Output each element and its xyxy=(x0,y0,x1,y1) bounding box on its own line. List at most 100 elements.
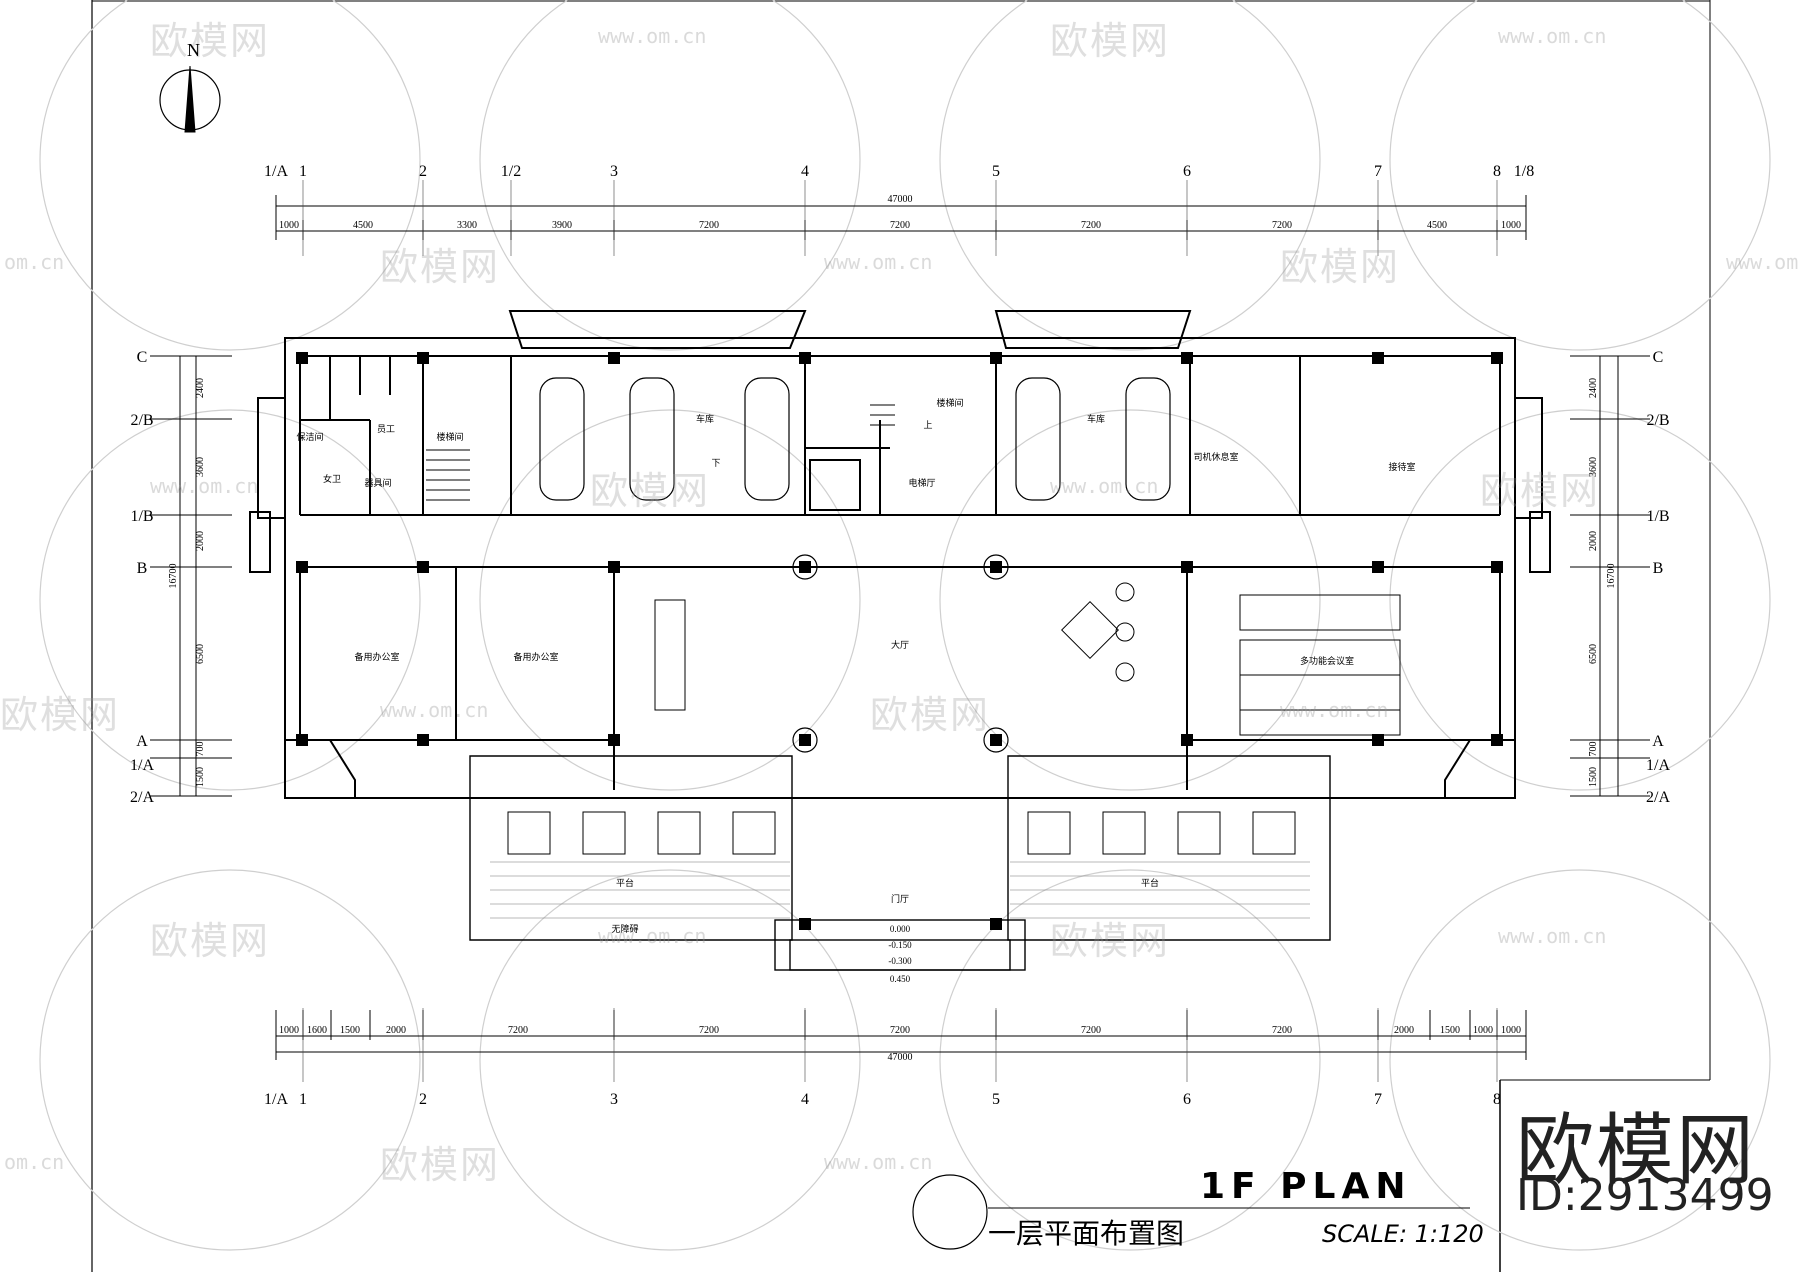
drawing-title-cn: 一层平面布置图 xyxy=(988,1217,1185,1250)
axis-top-3: 3 xyxy=(610,163,618,180)
north-label: N xyxy=(187,40,200,60)
dim-bottom-total: 47000 xyxy=(888,1052,913,1063)
axis-top-1-2: 1/2 xyxy=(501,163,521,180)
axis-top-2: 2 xyxy=(419,163,427,180)
drawing-scale: SCALE: 1:120 xyxy=(1322,1220,1484,1248)
axis-right-1b: 1/B xyxy=(1646,508,1669,525)
dim-side-seg-left: 700 xyxy=(195,742,206,757)
right-axis-labels: C 2/B 1/B B A 1/A 2/A xyxy=(1646,349,1670,806)
room-meeting: 多功能会议室 xyxy=(1300,655,1354,667)
dim-bottom-seg: 7200 xyxy=(1081,1025,1101,1036)
room-lobby: 大厅 xyxy=(891,639,909,651)
left-axis-labels: C 2/B 1/B B A 1/A 2/A xyxy=(130,349,154,806)
axis-right-b: B xyxy=(1653,560,1664,577)
drawing-title-en: 1F PLAN xyxy=(1200,1166,1412,1207)
label-down: 下 xyxy=(711,459,720,469)
dim-bottom-seg: 1500 xyxy=(340,1025,360,1036)
dim-bottom-seg: 1500 xyxy=(1440,1025,1460,1036)
dim-side-seg-right: 2000 xyxy=(1588,531,1599,551)
axis-top-5: 5 xyxy=(992,163,1000,180)
axis-left-c: C xyxy=(137,349,148,366)
side-dimension-texts: 16700 2400 3600 2000 6500 700 1500 16700… xyxy=(168,378,1617,787)
axis-grid-lines xyxy=(302,180,1498,1082)
room-changing: 保洁间 xyxy=(296,431,323,443)
axis-top-8: 8 xyxy=(1493,163,1501,180)
axis-right-2b: 2/B xyxy=(1646,412,1669,429)
elevation-mark: -0.300 xyxy=(888,956,912,966)
axis-left-1a: 1/A xyxy=(130,757,154,774)
axis-left-1b: 1/B xyxy=(130,508,153,525)
dim-bottom-seg: 7200 xyxy=(508,1025,528,1036)
axis-bottom-8: 8 xyxy=(1493,1091,1501,1108)
dim-top-seg: 1000 xyxy=(1501,220,1521,231)
axis-bottom-6: 6 xyxy=(1183,1091,1191,1108)
label-up: 上 xyxy=(923,420,932,431)
dim-bottom-seg: 1600 xyxy=(307,1025,327,1036)
room-platform-left: 平台 xyxy=(616,877,634,889)
room-hall-small: 楼梯间 xyxy=(936,397,963,409)
brand-id: ID:2913499 xyxy=(1516,1170,1774,1221)
axis-right-1a: 1/A xyxy=(1646,757,1670,774)
elevation-mark: -0.150 xyxy=(888,940,912,950)
dim-bottom-seg: 7200 xyxy=(890,1025,910,1036)
axis-top-1-8: 1/8 xyxy=(1514,163,1534,180)
dim-bottom-seg: 1000 xyxy=(279,1025,299,1036)
axis-bottom-3: 3 xyxy=(610,1091,618,1108)
room-staircase: 楼梯间 xyxy=(436,431,463,443)
garage-cars xyxy=(539,377,1171,501)
sheet-frame xyxy=(91,0,1711,1272)
elevation-mark: 0.000 xyxy=(890,924,911,934)
dim-side-total-right: 16700 xyxy=(1606,564,1617,589)
elevation-mark: 0.450 xyxy=(890,974,911,984)
meeting-room-desks xyxy=(1239,594,1401,736)
room-labels: 员工 楼梯间 女卫 保洁间 器具间 车库 车库 上 下 电梯厅 楼梯间 司机休息… xyxy=(296,397,1415,935)
dim-side-seg-right: 700 xyxy=(1588,742,1599,757)
structural-columns xyxy=(296,352,1503,930)
lobby-columns xyxy=(792,554,1009,753)
lobby-furniture xyxy=(654,582,1135,711)
dim-top-seg: 3900 xyxy=(552,220,572,231)
building-walls xyxy=(249,310,1551,799)
terrace-decking xyxy=(490,861,1310,919)
dim-top-seg: 7200 xyxy=(699,220,719,231)
dim-side-seg-left: 1500 xyxy=(195,767,206,787)
dim-side-seg-right: 3600 xyxy=(1588,457,1599,477)
dim-top-seg: 7200 xyxy=(890,220,910,231)
room-reception: 接待室 xyxy=(1388,461,1415,473)
bottom-axis-labels: 1/A 1 2 3 4 5 6 7 8 xyxy=(264,1091,1501,1108)
axis-bottom-2: 2 xyxy=(419,1091,427,1108)
terrace-planters xyxy=(507,811,1296,855)
dim-bottom-seg: 2000 xyxy=(386,1025,406,1036)
dim-top-seg: 3300 xyxy=(457,220,477,231)
axis-left-2b: 2/B xyxy=(130,412,153,429)
axis-left-2a: 2/A xyxy=(130,789,154,806)
dim-bottom-seg: 7200 xyxy=(699,1025,719,1036)
room-office1: 备用办公室 xyxy=(354,651,399,663)
top-axis-labels: 1/A 1 2 1/2 3 4 5 6 7 8 1/8 xyxy=(264,163,1534,180)
room-garage-right: 车库 xyxy=(1087,413,1105,425)
room-entrance: 门厅 xyxy=(891,893,909,905)
room-platform-right: 平台 xyxy=(1141,877,1159,889)
elevation-labels: 0.000 -0.150 -0.300 0.450 xyxy=(888,924,912,984)
bottom-dimension-texts: 47000 1000 1600 1500 2000 7200 7200 7200… xyxy=(279,1025,1521,1063)
dim-bottom-seg: 2000 xyxy=(1394,1025,1414,1036)
axis-right-a: A xyxy=(1652,733,1664,750)
dim-side-seg-left: 3600 xyxy=(195,457,206,477)
axis-bottom-1: 1 xyxy=(299,1091,307,1108)
room-cleaning: 器具间 xyxy=(364,477,391,489)
brand-name: 欧模网 xyxy=(1516,1106,1757,1196)
axis-right-2a: 2/A xyxy=(1646,789,1670,806)
axis-top-1a: 1/A xyxy=(264,163,288,180)
dim-bottom-seg: 1000 xyxy=(1501,1025,1521,1036)
axis-right-c: C xyxy=(1653,349,1664,366)
staircase xyxy=(426,404,895,501)
watermark-arcs xyxy=(39,0,1771,1251)
axis-top-7: 7 xyxy=(1374,163,1382,180)
dim-side-seg-right: 6500 xyxy=(1588,644,1599,664)
dim-top-seg: 7200 xyxy=(1272,220,1292,231)
dim-top-seg: 1000 xyxy=(279,220,299,231)
room-elevator: 电梯厅 xyxy=(908,477,935,489)
axis-bottom-7: 7 xyxy=(1374,1091,1382,1108)
room-garage-left: 车库 xyxy=(696,413,714,425)
